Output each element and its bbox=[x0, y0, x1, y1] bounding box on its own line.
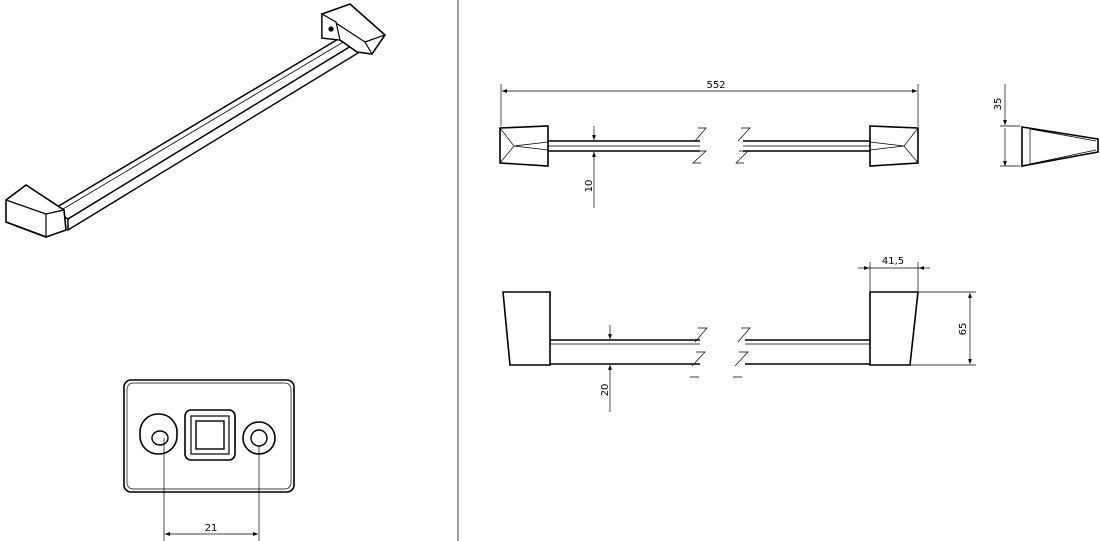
hole-spacing-label: 21 bbox=[205, 523, 218, 534]
front-view bbox=[499, 84, 919, 208]
top-view bbox=[502, 262, 976, 412]
overall-length-label: 552 bbox=[706, 80, 725, 91]
end-height-label: 35 bbox=[993, 98, 1004, 111]
back-plate-view bbox=[123, 379, 295, 541]
bar-side-thickness-label: 20 bbox=[600, 384, 611, 397]
projection-label: 65 bbox=[958, 323, 969, 336]
end-view bbox=[1000, 84, 1099, 167]
bracket-depth-label: 41,5 bbox=[882, 256, 904, 267]
isometric-view bbox=[5, 3, 387, 238]
bar-top-thickness-label: 10 bbox=[584, 180, 595, 193]
screw-hole-icon bbox=[328, 26, 334, 32]
